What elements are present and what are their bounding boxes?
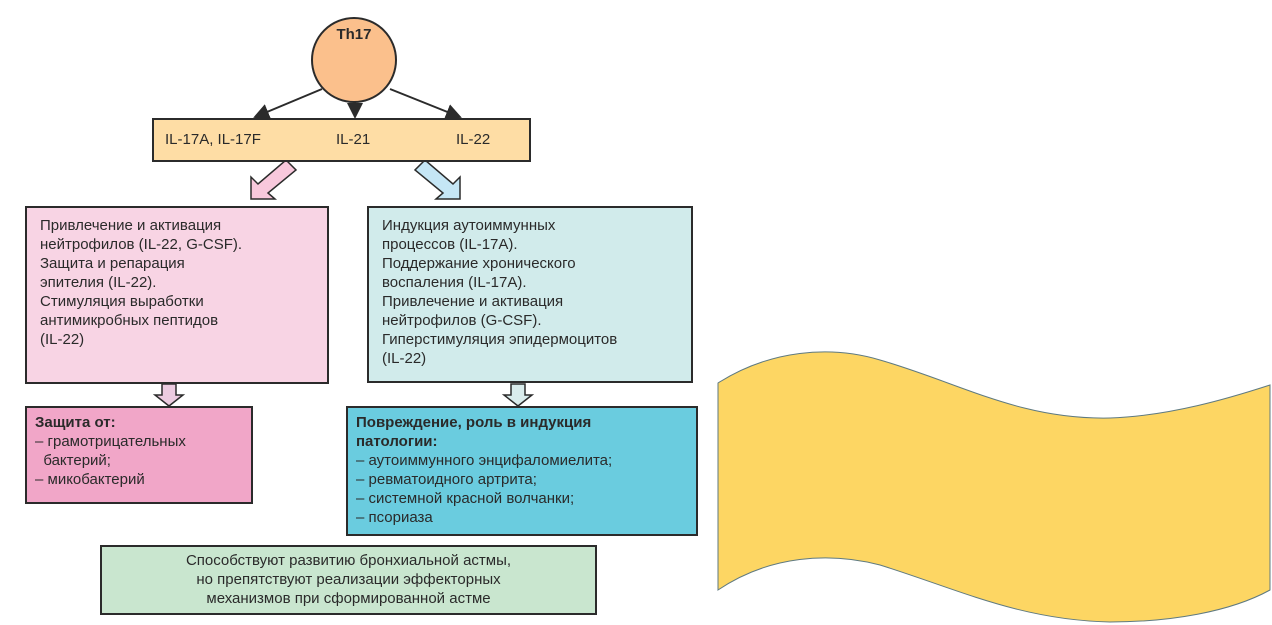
down-arrow-left [152,383,186,407]
block-arrow-left [250,158,298,200]
outcome-title: Защита от: [35,414,116,431]
outcome-item: – системной красной волчанки; [356,490,575,507]
outcome-item: бактерий; [35,452,111,469]
block-arrow-right [413,158,461,200]
effect-line: Гиперстимуляция эпидермоцитов [382,331,618,348]
effect-line: Поддержание хронического [382,255,576,272]
th17-label: Th17 [336,26,372,43]
wave-banner-shape [717,351,1271,623]
cytokine-il22: IL-22 [456,131,491,148]
effect-line: Привлечение и активация [382,293,564,310]
outcome-title: патологии: [356,433,438,450]
effect-line: нейтрофилов (G-CSF). [382,312,542,329]
protection-outcome-box: Защита от: – грамотрицательных бактерий;… [25,406,253,504]
outcome-item: – грамотрицательных [35,433,186,450]
effect-line: процессов (IL-17A). [382,236,518,253]
cytokine-bar: IL-17A, IL-17F IL-21 IL-22 [152,118,531,162]
damage-outcome-box: Повреждение, роль в индукция патологии: … [346,406,698,536]
outcome-title: Повреждение, роль в индукция [356,414,592,431]
cytokine-il21: IL-21 [336,131,371,148]
effect-line: Стимуляция выработки [40,293,204,310]
outcome-item: – ревматоидного артрита; [356,471,537,488]
arrow-to-il17 [253,88,323,119]
effect-line: (IL-22) [40,331,85,348]
asthma-note-box: Способствуют развитию бронхиальной астмы… [100,545,597,615]
outcome-item: – микобактерий [35,471,145,488]
effect-line: Привлечение и активация [40,217,222,234]
asthma-note-line: механизмов при сформированной астме [206,590,491,607]
effect-line: воспаления (IL-17A). [382,274,527,291]
effect-line: Индукция аутоиммунных [382,217,556,234]
pathogenic-effects-box: Индукция аутоиммунных процессов (IL-17A)… [367,206,693,383]
protective-effects-box: Привлечение и активация нейтрофилов (IL-… [25,206,329,384]
asthma-note-line: но препятствуют реализации эффекторных [196,571,501,588]
down-arrow-right [501,383,535,407]
outcome-item: – псориаза [356,509,433,526]
arrow-to-il22 [389,88,462,120]
effect-line: нейтрофилов (IL-22, G-CSF). [40,236,243,253]
effect-line: Защита и репарация [40,255,185,272]
effect-line: (IL-22) [382,350,427,367]
asthma-note-line: Способствуют развитию бронхиальной астмы… [185,552,512,569]
outcome-item: – аутоиммунного энцифаломиелита; [356,452,613,469]
effect-line: антимикробных пептидов [40,312,219,329]
cytokine-il17: IL-17A, IL-17F [165,131,261,148]
effect-line: эпителия (IL-22). [40,274,157,291]
